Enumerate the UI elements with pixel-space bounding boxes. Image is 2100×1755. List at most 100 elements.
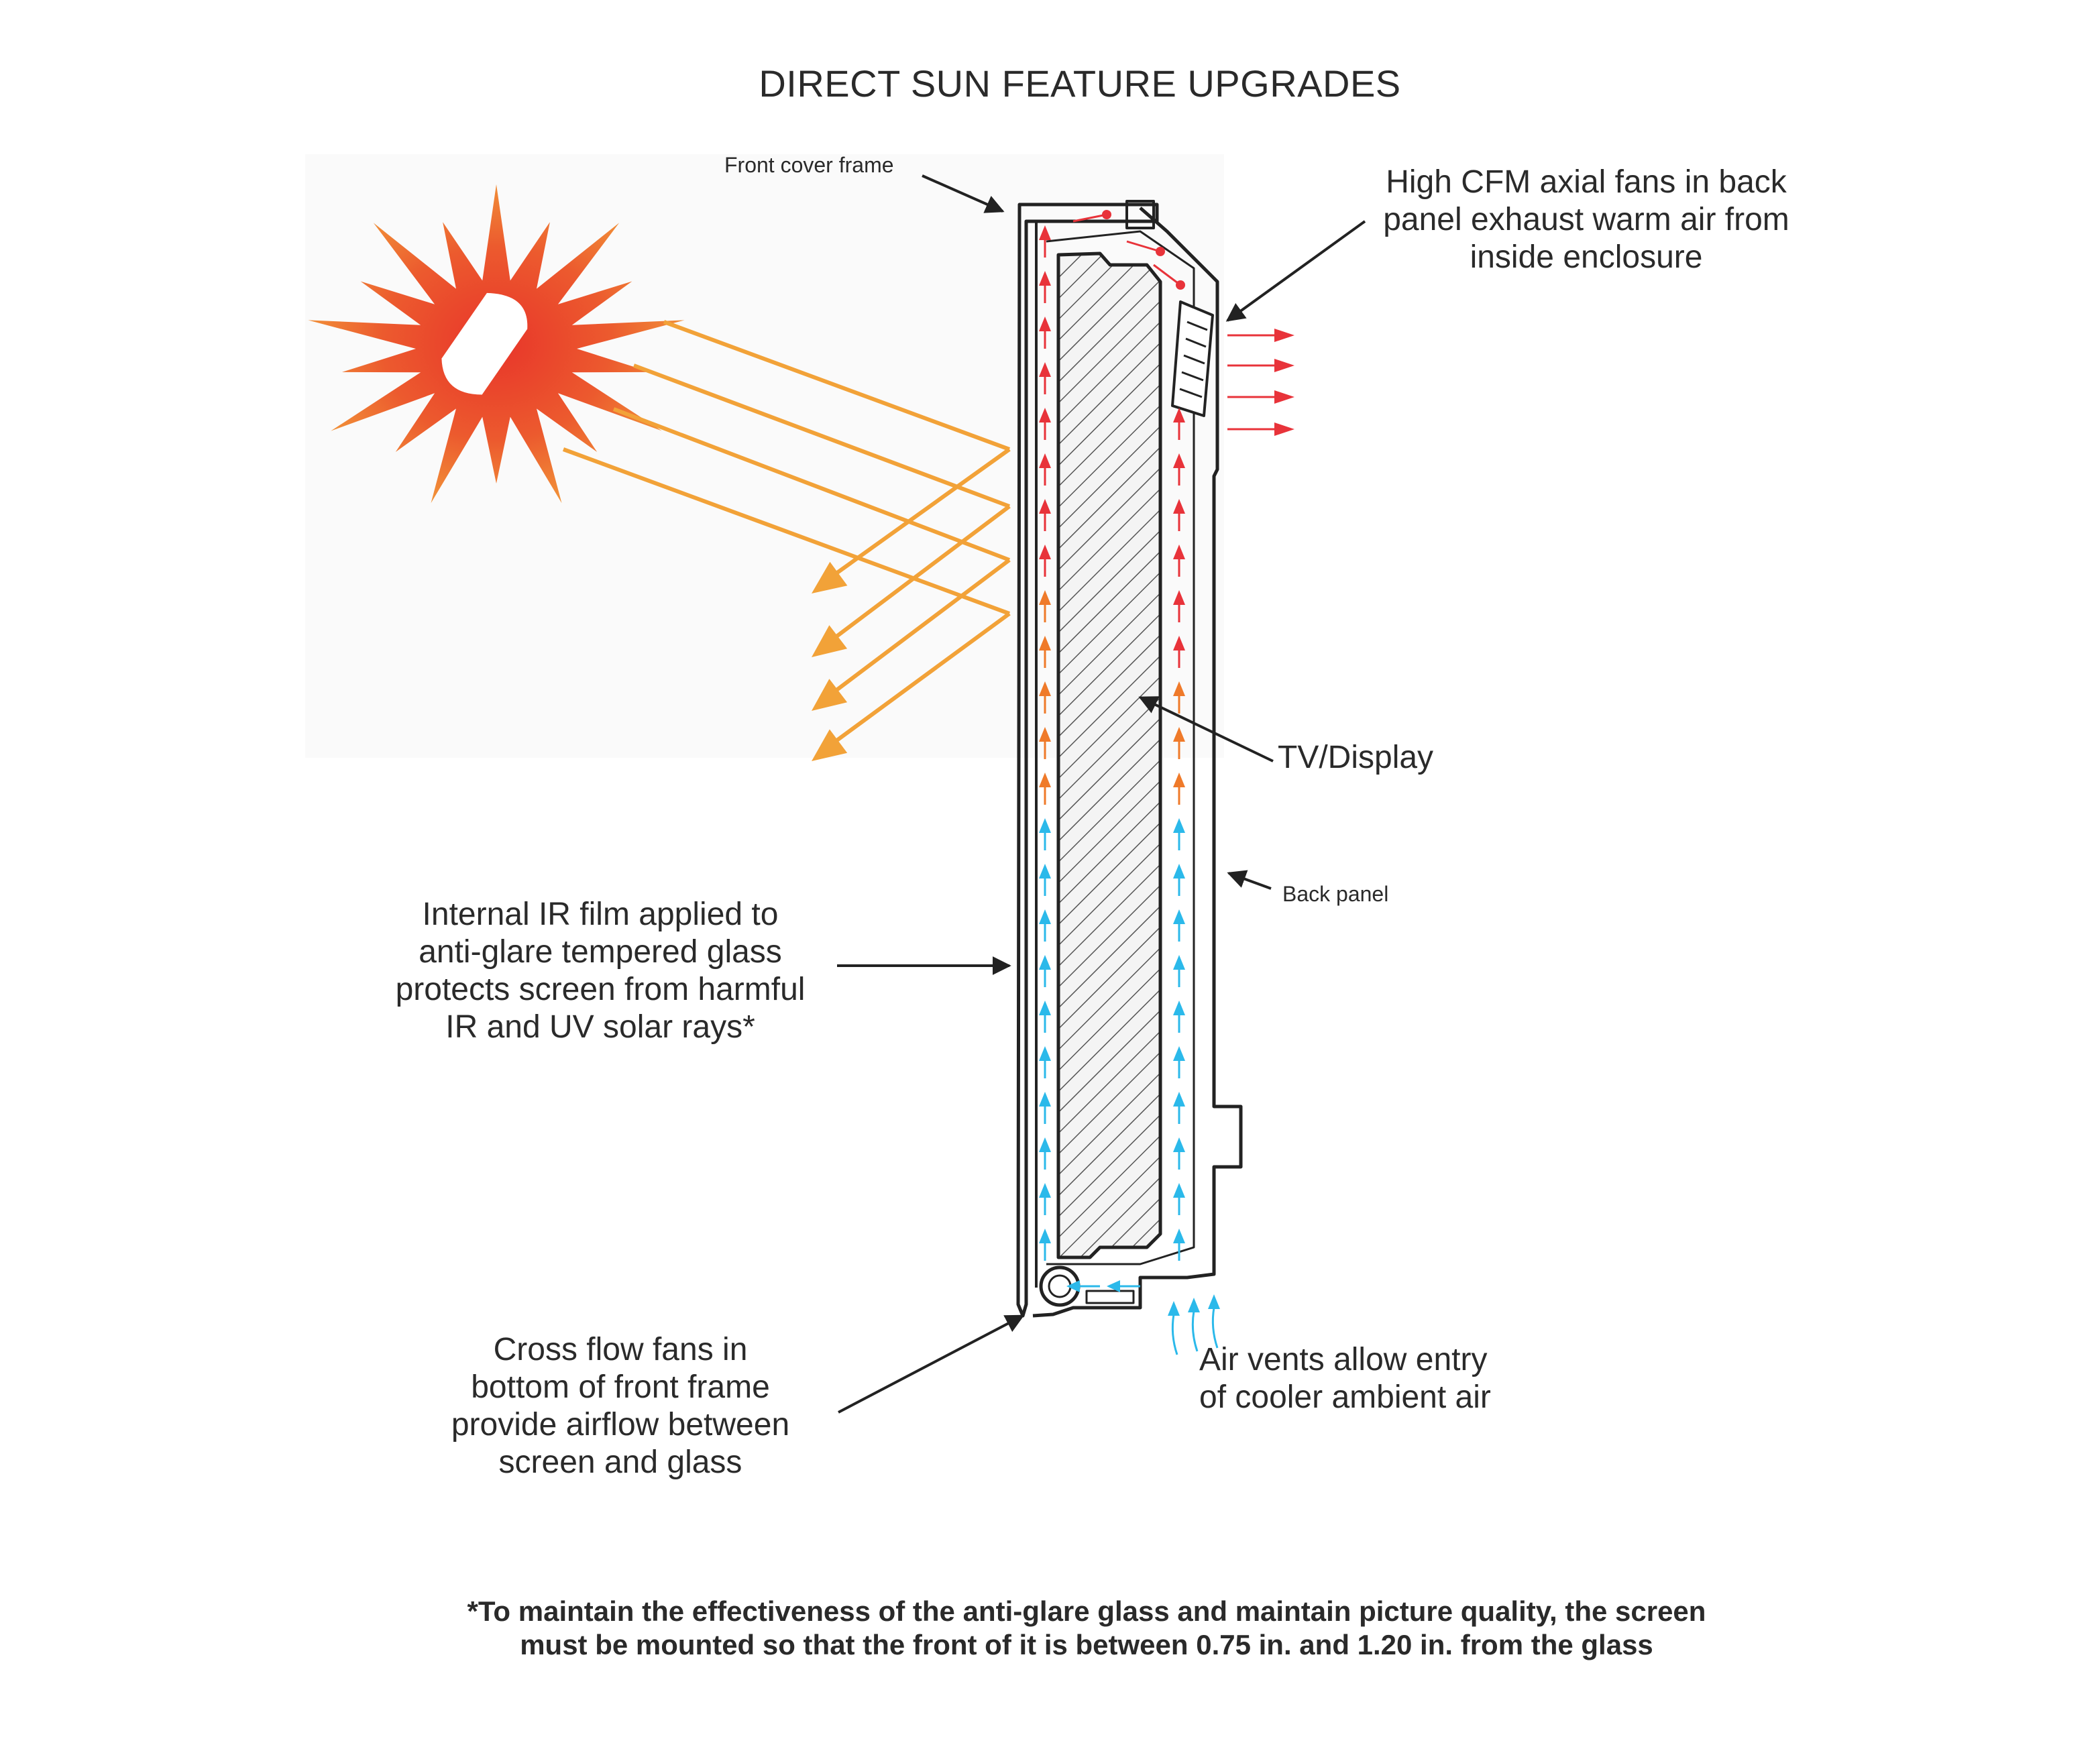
airflow-arrow xyxy=(1039,1046,1051,1078)
airflow-arrow-head xyxy=(1173,1183,1185,1198)
front-cover-frame xyxy=(1016,203,1159,1318)
airflow-arrow-head xyxy=(1173,499,1185,514)
intake-arrow xyxy=(1208,1294,1220,1349)
airflow-arrow-head xyxy=(1039,453,1051,468)
top-flow-arrow-head xyxy=(1156,247,1165,256)
sun-ray-arrowhead xyxy=(812,561,848,593)
intake-arrow xyxy=(1188,1298,1200,1352)
top-bracket xyxy=(1125,200,1155,229)
airflow-arrow-head xyxy=(1039,1046,1051,1061)
airflow-arrow-head xyxy=(1173,636,1185,650)
intake-arrow-head xyxy=(1168,1301,1180,1316)
sun-ray-reflected xyxy=(824,447,1011,583)
sun-ray-reflected xyxy=(824,504,1011,647)
airflow-arrow-head xyxy=(1173,1137,1185,1152)
airflow-arrow-head xyxy=(1173,727,1185,742)
airflow-arrow-head xyxy=(1039,1137,1051,1152)
airflow-arrow xyxy=(1039,727,1051,759)
sun-core xyxy=(441,292,528,395)
intake-arrow-shaft xyxy=(1171,1314,1178,1355)
airflow-arrow xyxy=(1039,681,1051,714)
air-vents-line-1: Air vents allow entry xyxy=(1199,1342,1488,1377)
airflow-arrow xyxy=(1173,636,1185,668)
bottom-flow-arrow xyxy=(1107,1280,1140,1292)
intake-arrow-shaft xyxy=(1211,1307,1219,1349)
axial-fans-line-2: panel exhaust warm air from xyxy=(1383,202,1789,237)
cross-flow-label: Cross flow fans in bottom of front frame… xyxy=(429,1331,812,1481)
top-flow-arrow-shaft xyxy=(1126,240,1161,253)
airflow-arrow-head xyxy=(1173,1001,1185,1015)
airflow-arrow xyxy=(1039,408,1051,440)
sun-ray xyxy=(562,447,1011,761)
airflow-arrows xyxy=(1039,210,1294,1355)
airflow-arrow xyxy=(1039,271,1051,303)
airflow-arrow-head xyxy=(1039,408,1051,422)
airflow-arrow xyxy=(1173,864,1185,896)
airflow-arrow-head xyxy=(1173,909,1185,924)
airflow-arrow-head xyxy=(1039,1092,1051,1107)
airflow-arrow-head xyxy=(1173,864,1185,879)
airflow-arrow xyxy=(1039,864,1051,896)
exhaust-arrow-head xyxy=(1274,329,1294,342)
sun-rays xyxy=(562,320,1011,761)
sun-ray xyxy=(612,407,1011,711)
sun-ray-arrowhead xyxy=(812,625,848,657)
exhaust-arrow xyxy=(1227,359,1294,372)
airflow-arrow xyxy=(1173,453,1185,486)
axial-fan-icon xyxy=(1171,300,1214,417)
sun-ray-incoming xyxy=(663,320,1011,451)
airflow-arrow-head xyxy=(1173,818,1185,833)
sun-icon xyxy=(308,184,685,504)
airflow-arrow xyxy=(1039,773,1051,805)
airflow-arrow-head xyxy=(1039,681,1051,696)
airflow-arrow xyxy=(1039,317,1051,349)
cross-flow-line-1: Cross flow fans in xyxy=(493,1332,748,1367)
leader-lines xyxy=(837,174,1366,1414)
airflow-arrow xyxy=(1039,545,1051,577)
airflow-arrow xyxy=(1039,636,1051,668)
airflow-arrow-head xyxy=(1039,636,1051,650)
cross-flow-leader xyxy=(838,1314,1025,1414)
intake-arrow-head xyxy=(1208,1294,1220,1309)
exhaust-arrow-head xyxy=(1274,422,1294,436)
top-flow-arrow xyxy=(1126,240,1165,256)
tv-display xyxy=(1056,251,1162,1259)
back-panel-leader xyxy=(1227,870,1272,890)
sun-ray-reflected xyxy=(824,612,1011,751)
bottom-flow-arrow-head xyxy=(1107,1280,1120,1292)
airflow-arrow-head xyxy=(1039,818,1051,833)
airflow-arrow-head xyxy=(1173,1229,1185,1243)
airflow-arrow-head xyxy=(1173,1092,1185,1107)
cross-flow-line-4: screen and glass xyxy=(498,1445,742,1480)
airflow-arrow-head xyxy=(1039,773,1051,787)
airflow-arrow xyxy=(1039,225,1051,258)
airflow-arrow xyxy=(1039,453,1051,486)
airflow-arrow xyxy=(1039,818,1051,850)
ir-film-line-3: protects screen from harmful xyxy=(395,972,806,1007)
footnote-line-2: must be mounted so that the front of it … xyxy=(520,1629,1653,1660)
ir-film-line-2: anti-glare tempered glass xyxy=(419,934,782,970)
airflow-arrow-head xyxy=(1039,1001,1051,1015)
inner-chamber xyxy=(1046,230,1195,1265)
tv-display-label: TV/Display xyxy=(1278,740,1434,775)
ir-film-line-4: IR and UV solar rays* xyxy=(445,1009,755,1045)
airflow-arrow xyxy=(1173,909,1185,942)
airflow-arrow xyxy=(1039,909,1051,942)
axial-fans-line-3: inside enclosure xyxy=(1470,239,1703,275)
airflow-arrow-head xyxy=(1039,545,1051,559)
intake-arrow-head xyxy=(1188,1298,1200,1312)
bottom-flow-arrow-head xyxy=(1066,1280,1080,1292)
airflow-arrow xyxy=(1173,1229,1185,1261)
airflow-arrow-head xyxy=(1039,317,1051,331)
footnote-line-1: *To maintain the effectiveness of the an… xyxy=(467,1595,1706,1627)
airflow-arrow xyxy=(1173,545,1185,577)
air-vents-line-2: of cooler ambient air xyxy=(1199,1379,1491,1415)
sun-ray-arrowhead xyxy=(812,729,848,761)
airflow-arrow-head xyxy=(1039,955,1051,970)
airflow-arrow xyxy=(1039,1137,1051,1170)
airflow-arrow xyxy=(1173,499,1185,531)
airflow-arrow-head xyxy=(1039,362,1051,377)
airflow-arrow-head xyxy=(1173,408,1185,422)
top-flow-arrow-shaft xyxy=(1072,213,1107,223)
